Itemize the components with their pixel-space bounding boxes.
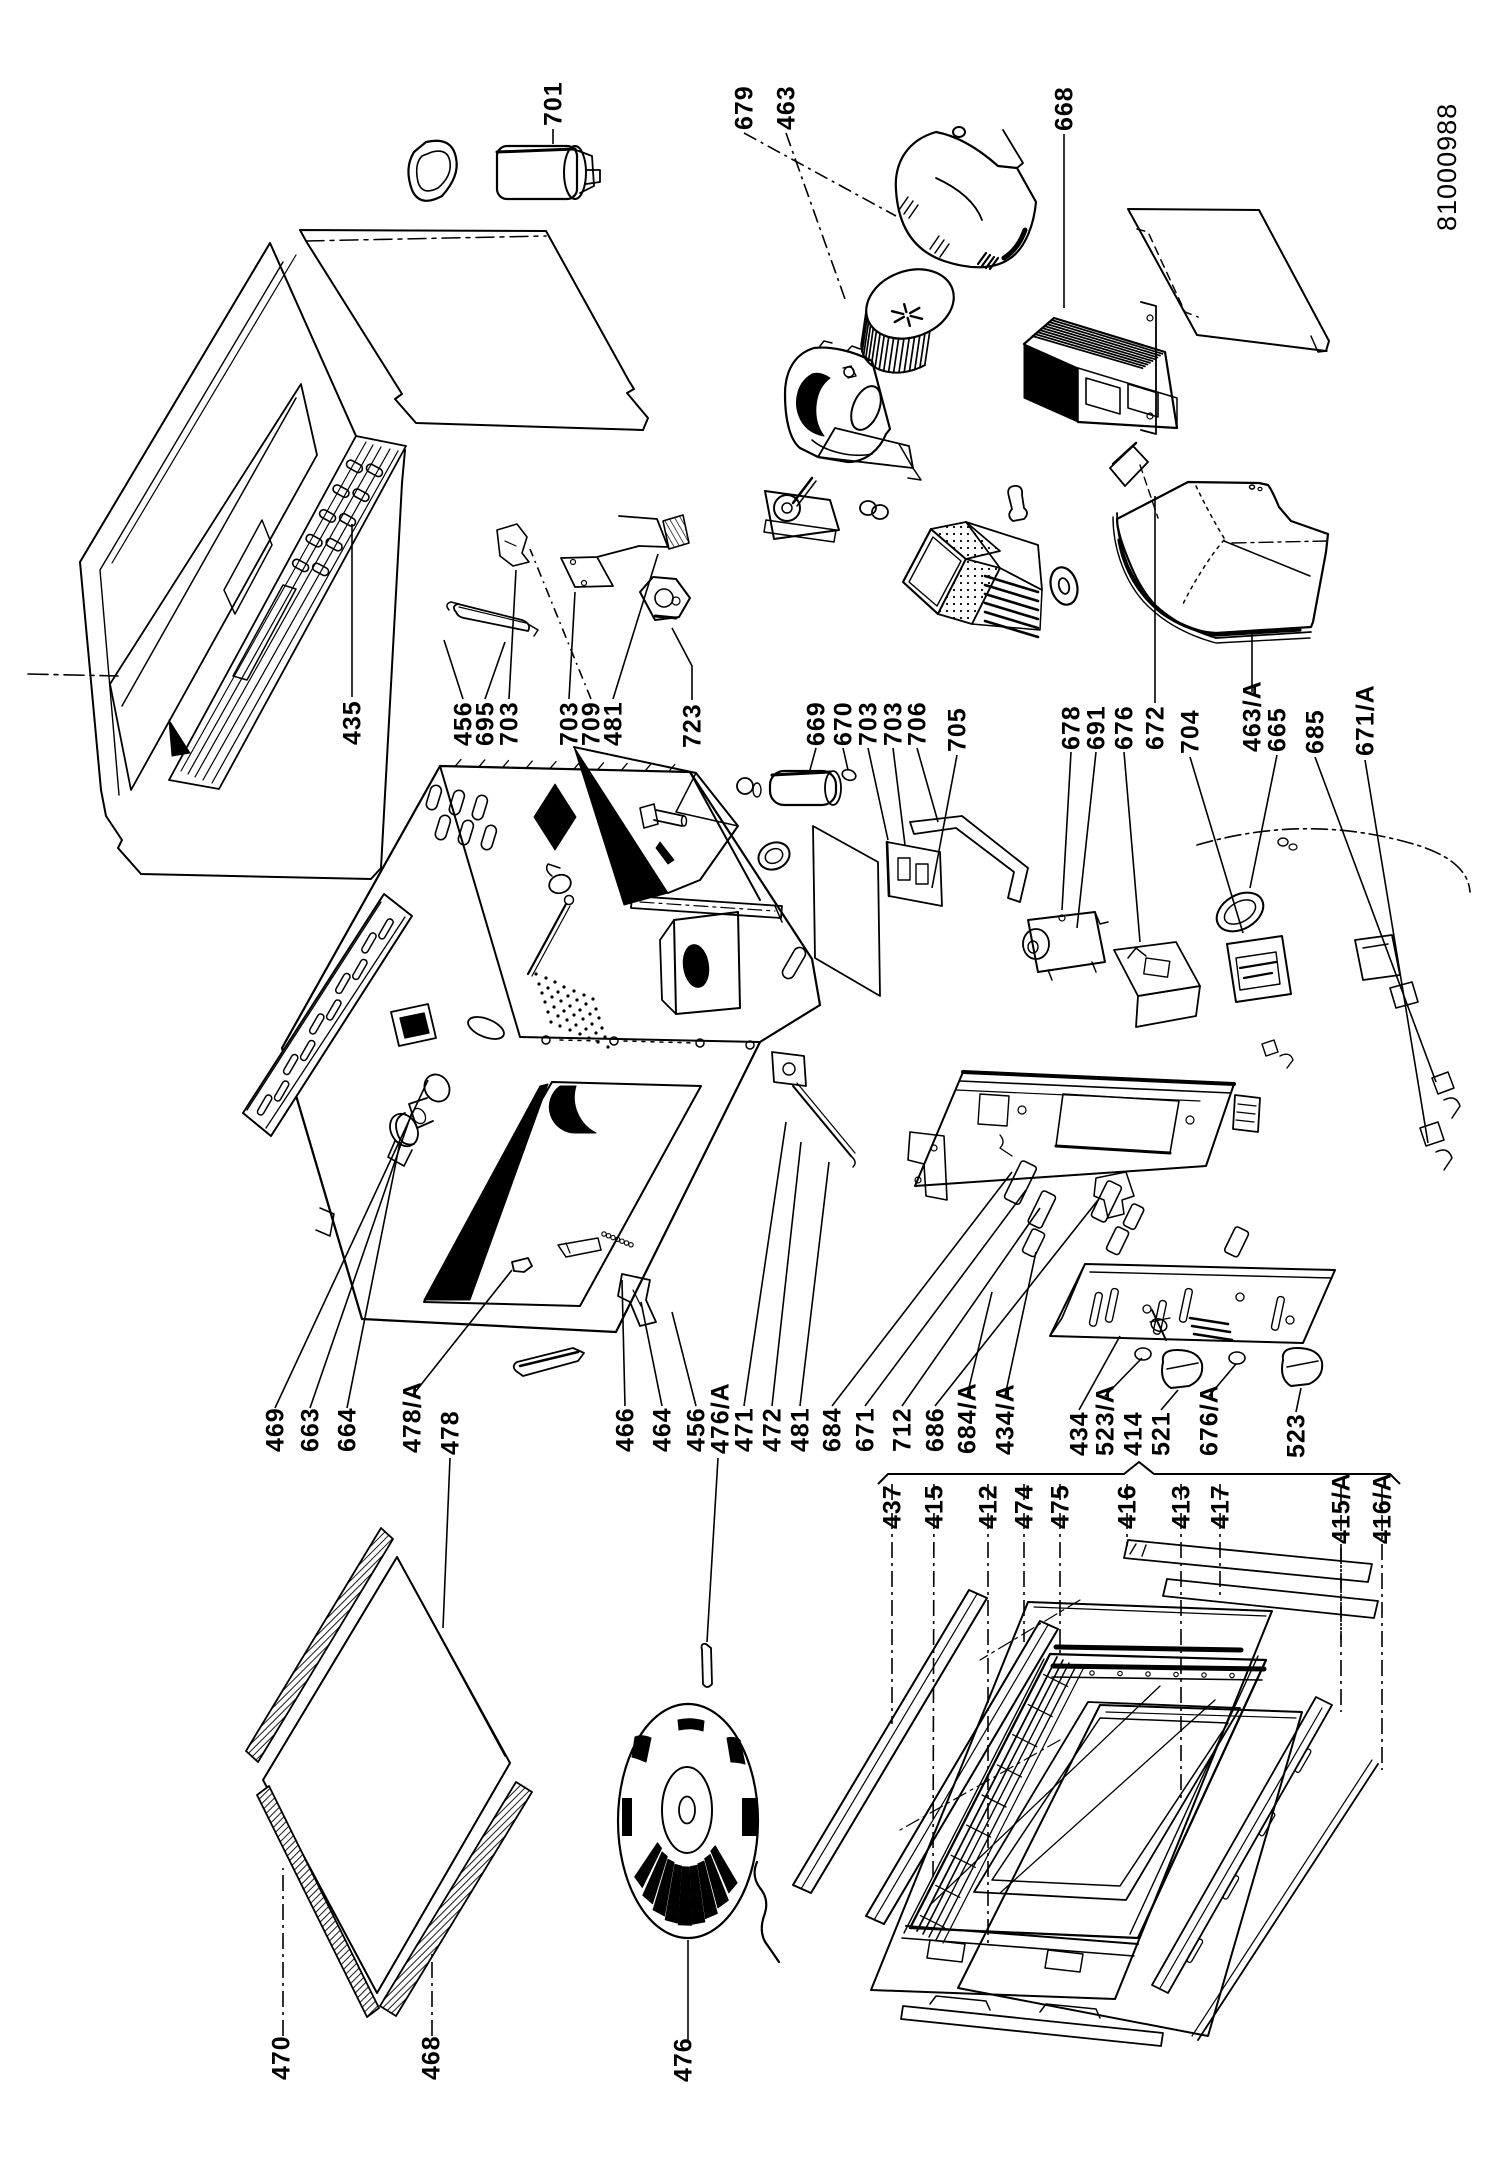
svg-text:469: 469: [262, 1407, 290, 1452]
svg-text:481: 481: [600, 701, 628, 746]
svg-text:521: 521: [1148, 1411, 1176, 1456]
svg-text:476: 476: [670, 2037, 698, 2082]
svg-text:712: 712: [889, 1407, 917, 1452]
svg-text:706: 706: [904, 701, 932, 746]
svg-text:665: 665: [1264, 707, 1292, 752]
svg-text:676: 676: [1111, 705, 1139, 750]
svg-text:685: 685: [1302, 709, 1330, 754]
svg-text:470: 470: [268, 2035, 296, 2080]
svg-text:472: 472: [759, 1407, 787, 1452]
svg-text:471: 471: [731, 1407, 759, 1452]
svg-text:670: 670: [830, 701, 858, 746]
svg-text:466: 466: [612, 1407, 640, 1452]
svg-text:663: 663: [297, 1407, 325, 1452]
svg-text:476/A: 476/A: [707, 1382, 735, 1454]
svg-text:703: 703: [556, 701, 584, 746]
svg-text:435: 435: [339, 700, 367, 745]
svg-text:679: 679: [731, 85, 759, 130]
svg-text:468: 468: [418, 2035, 446, 2080]
svg-text:671: 671: [852, 1407, 880, 1452]
svg-text:709: 709: [578, 701, 606, 746]
svg-text:686: 686: [922, 1407, 950, 1452]
svg-text:668: 668: [1051, 86, 1079, 131]
svg-text:81000988: 81000988: [1432, 103, 1462, 231]
svg-text:705: 705: [944, 707, 972, 752]
svg-text:414: 414: [1120, 1411, 1148, 1456]
svg-text:464: 464: [649, 1407, 677, 1452]
svg-text:703: 703: [880, 701, 908, 746]
svg-text:523: 523: [1283, 1413, 1311, 1458]
svg-text:678: 678: [1058, 705, 1086, 750]
svg-text:703: 703: [855, 701, 883, 746]
svg-text:478: 478: [437, 1410, 465, 1455]
svg-text:691: 691: [1083, 705, 1111, 750]
svg-text:672: 672: [1142, 705, 1170, 750]
svg-text:723: 723: [679, 703, 707, 748]
svg-text:669: 669: [803, 701, 831, 746]
svg-text:703: 703: [496, 701, 524, 746]
svg-text:684: 684: [819, 1407, 847, 1452]
svg-text:456: 456: [683, 1407, 711, 1452]
svg-text:671/A: 671/A: [1352, 684, 1380, 756]
svg-text:481: 481: [787, 1407, 815, 1452]
svg-text:463: 463: [773, 85, 801, 130]
svg-text:664: 664: [334, 1407, 362, 1452]
svg-text:456: 456: [450, 701, 478, 746]
svg-text:434: 434: [1066, 1411, 1094, 1456]
svg-text:463/A: 463/A: [1239, 680, 1267, 752]
svg-text:704: 704: [1177, 709, 1205, 754]
svg-text:695: 695: [472, 701, 500, 746]
svg-text:478/A: 478/A: [399, 1381, 427, 1453]
svg-text:701: 701: [540, 81, 568, 126]
